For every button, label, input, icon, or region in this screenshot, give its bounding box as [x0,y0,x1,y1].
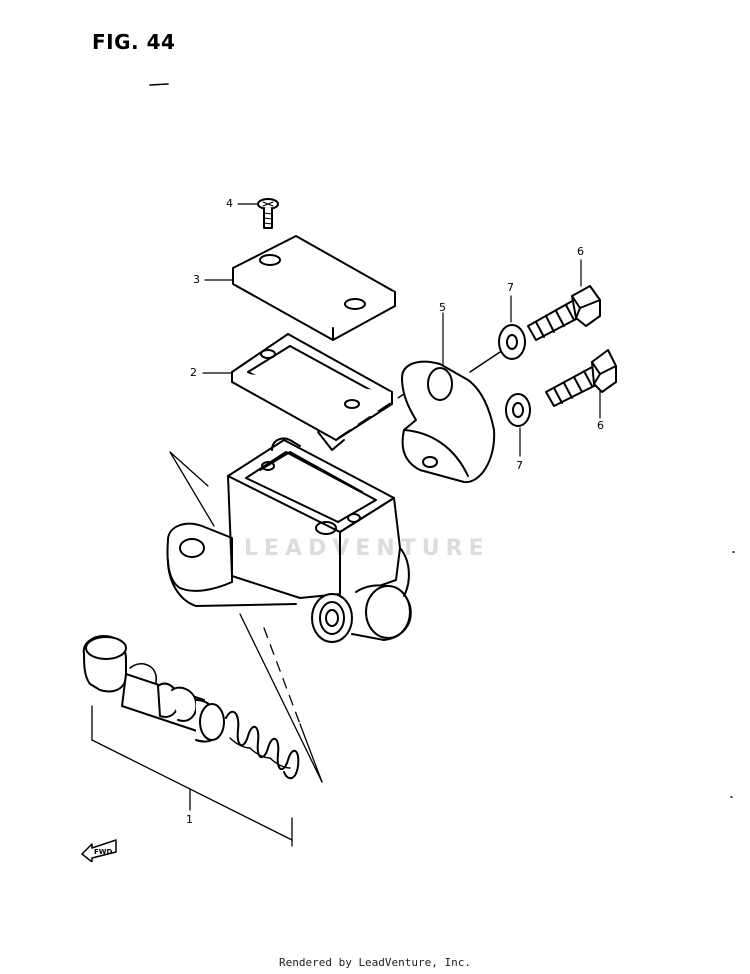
master-cylinder-body[interactable] [166,437,412,643]
part-5-clamp[interactable] [401,312,496,484]
part-1-bracket [91,705,293,847]
fwd-direction-marker: FWD [80,836,120,867]
callout-6-lower[interactable]: 6 [597,419,604,432]
fwd-label: FWD [94,848,113,856]
part-1-piston-kit[interactable] [82,635,300,780]
part-4-screw[interactable] [237,198,279,229]
callout-5[interactable]: 5 [439,301,446,314]
callout-2[interactable]: 2 [190,366,197,379]
callout-3[interactable]: 3 [193,273,200,286]
part-6-bolt-upper[interactable] [527,259,601,341]
callout-7-upper[interactable]: 7 [507,281,514,294]
callout-6-upper[interactable]: 6 [577,245,584,258]
figure-title: FIG. 44 [92,30,176,54]
part-6-bolt-lower[interactable] [545,349,617,419]
callout-4[interactable]: 4 [226,197,233,210]
callout-1[interactable]: 1 [186,813,193,826]
footer-credit: Rendered by LeadVenture, Inc. [278,956,472,969]
part-7-washer-lower[interactable] [505,393,531,457]
watermark-text: LEADVENTURE [244,536,490,561]
part-3-reservoir-cap[interactable] [204,235,396,341]
part-2-diaphragm-plate[interactable] [202,333,393,451]
fwd-arrow-icon: FWD [81,839,117,863]
callout-7-lower[interactable]: 7 [516,459,523,472]
part-7-washer-upper[interactable] [498,295,526,360]
stray-mark [149,83,169,86]
